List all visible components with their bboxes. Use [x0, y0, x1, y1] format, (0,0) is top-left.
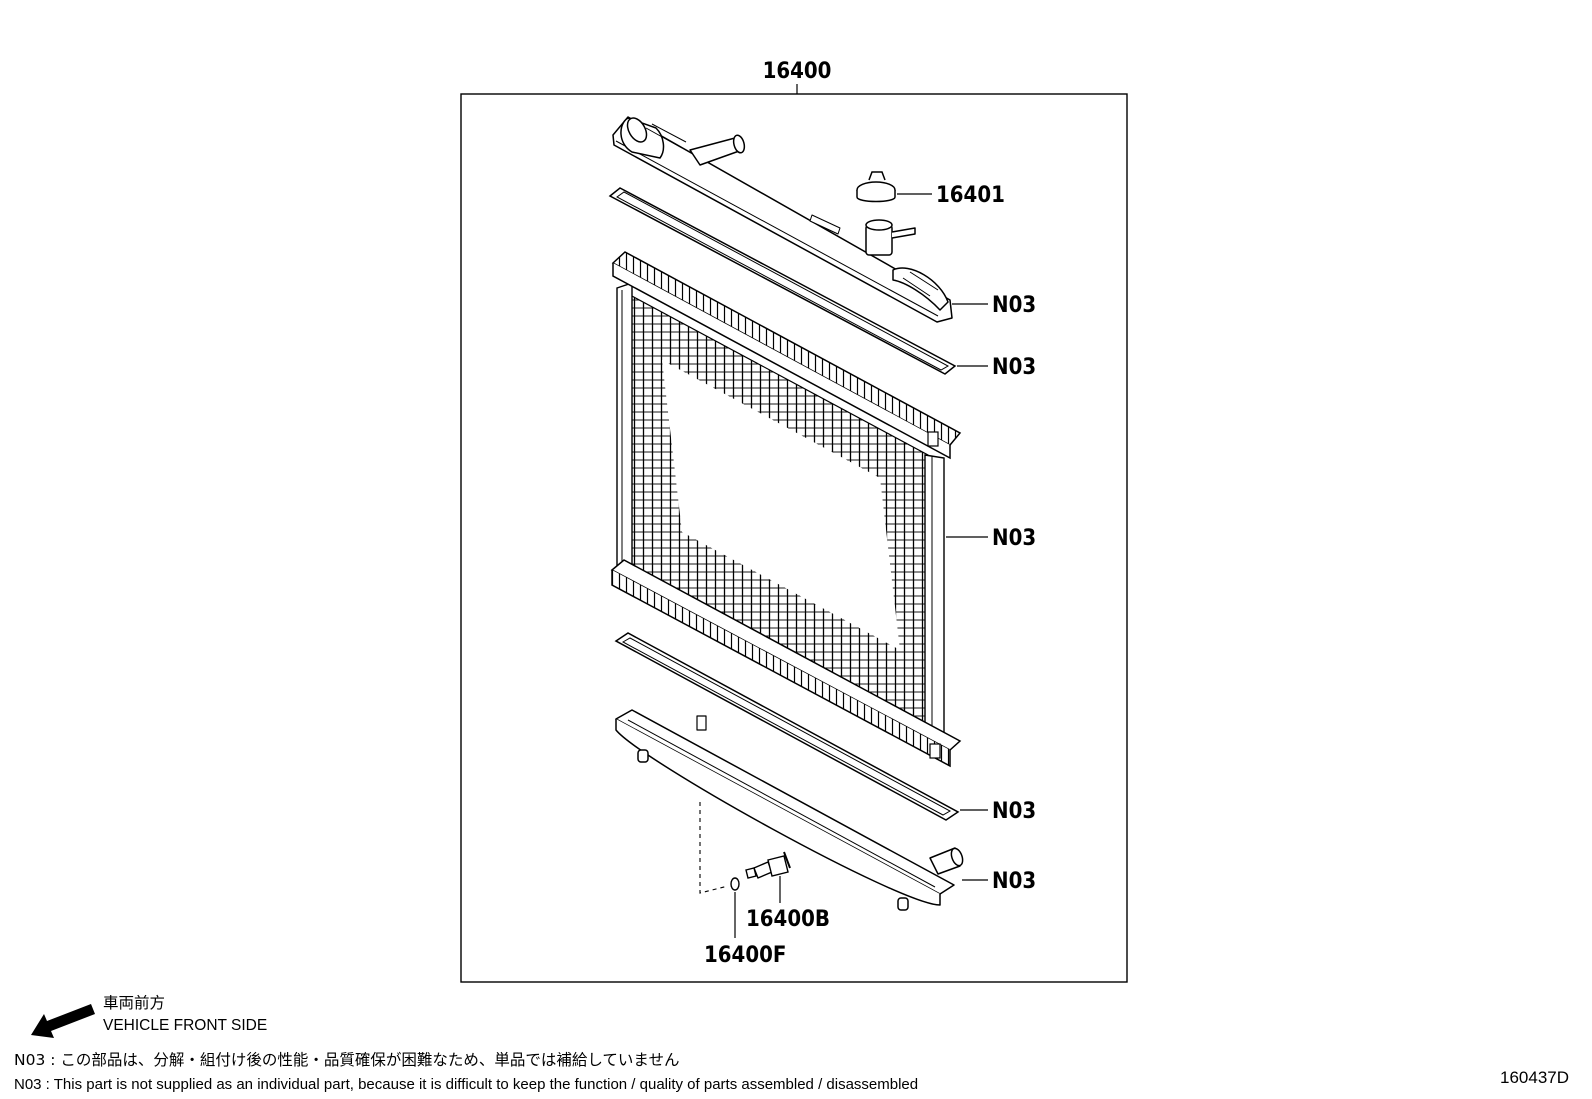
lower-gasket: [614, 632, 960, 821]
upper-gasket: [608, 187, 957, 375]
callout-n03-lower-gasket: N03: [992, 799, 1036, 824]
radiator-cap: [856, 171, 896, 203]
callout-n03-upper-gasket: N03: [992, 355, 1036, 380]
arrow-left-down-icon: [31, 1004, 95, 1038]
drain-cock: [699, 802, 791, 894]
callout-16401: 16401: [936, 183, 1005, 208]
assembly-frame: [460, 93, 1128, 983]
note-en: N03 : This part is not supplied as an in…: [14, 1076, 919, 1093]
callout-n03-core: N03: [992, 526, 1036, 551]
upper-tank: [612, 116, 953, 323]
vehicle-front-label-en: VEHICLE FRONT SIDE: [103, 1017, 268, 1034]
callout-n03-lower-tank: N03: [992, 869, 1036, 894]
figure-id: 160437D: [1500, 1068, 1570, 1087]
callout-16400f: 16400F: [704, 943, 786, 968]
vehicle-front-label-ja: 車両前方: [103, 994, 166, 1012]
callout-16400: 16400: [763, 59, 832, 84]
callout-16400b: 16400B: [746, 907, 830, 932]
note-ja: N03 : この部品は、分解・組付け後の性能・品質確保が困難なため、単品では補給…: [14, 1051, 680, 1069]
radiator-core: [610, 251, 962, 768]
o-ring: [730, 877, 740, 891]
callout-n03-upper-tank: N03: [992, 293, 1036, 318]
lower-tank: [615, 709, 964, 911]
leader-lines: [734, 193, 988, 938]
